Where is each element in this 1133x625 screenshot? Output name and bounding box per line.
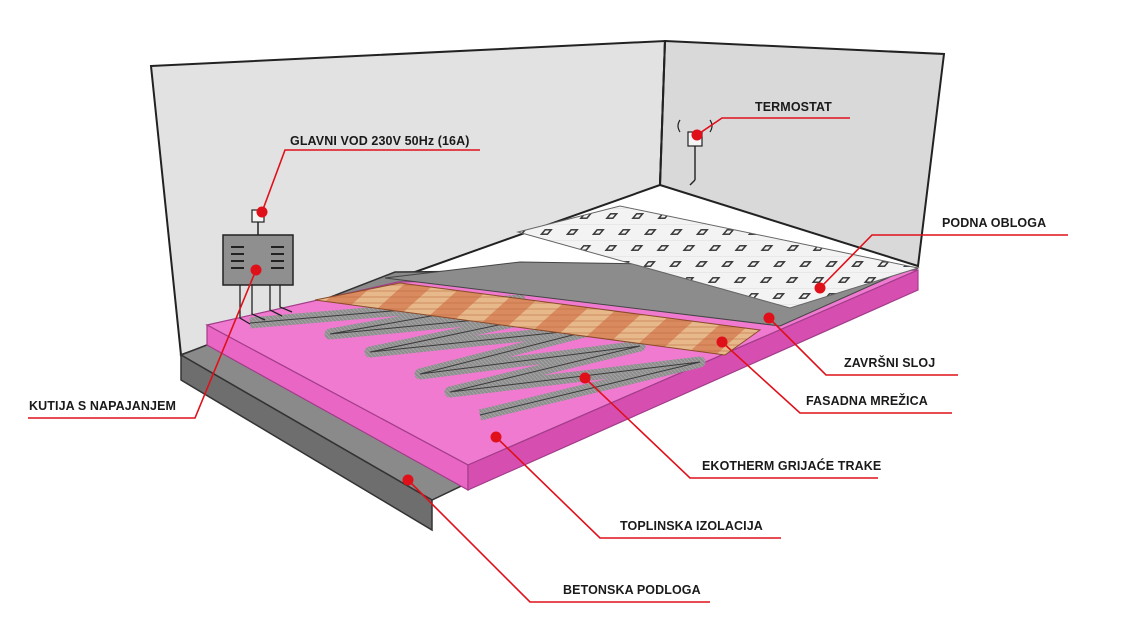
label-fasadna-mrezica: FASADNA MREŽICA	[806, 394, 928, 408]
label-kutija: KUTIJA S NAPAJANJEM	[29, 399, 177, 413]
label-toplinska: TOPLINSKA IZOLACIJA	[620, 519, 763, 533]
label-glavni-vod: GLAVNI VOD 230V 50Hz (16A)	[290, 134, 470, 148]
insulation-side	[467, 269, 919, 491]
label-termostat: TERMOSTAT	[755, 100, 832, 114]
label-ekotherm: EKOTHERM GRIJAĆE TRAKE	[702, 459, 882, 473]
label-zavrsni-sloj: ZAVRŠNI SLOJ	[844, 356, 936, 370]
concrete-front	[180, 353, 433, 532]
junction-box-icon	[222, 234, 294, 286]
label-podna-obloga: PODNA OBLOGA	[942, 216, 1047, 230]
tile-layer	[516, 205, 920, 309]
label-betonska: BETONSKA PODLOGA	[563, 583, 701, 597]
mesh-layer	[314, 282, 762, 356]
